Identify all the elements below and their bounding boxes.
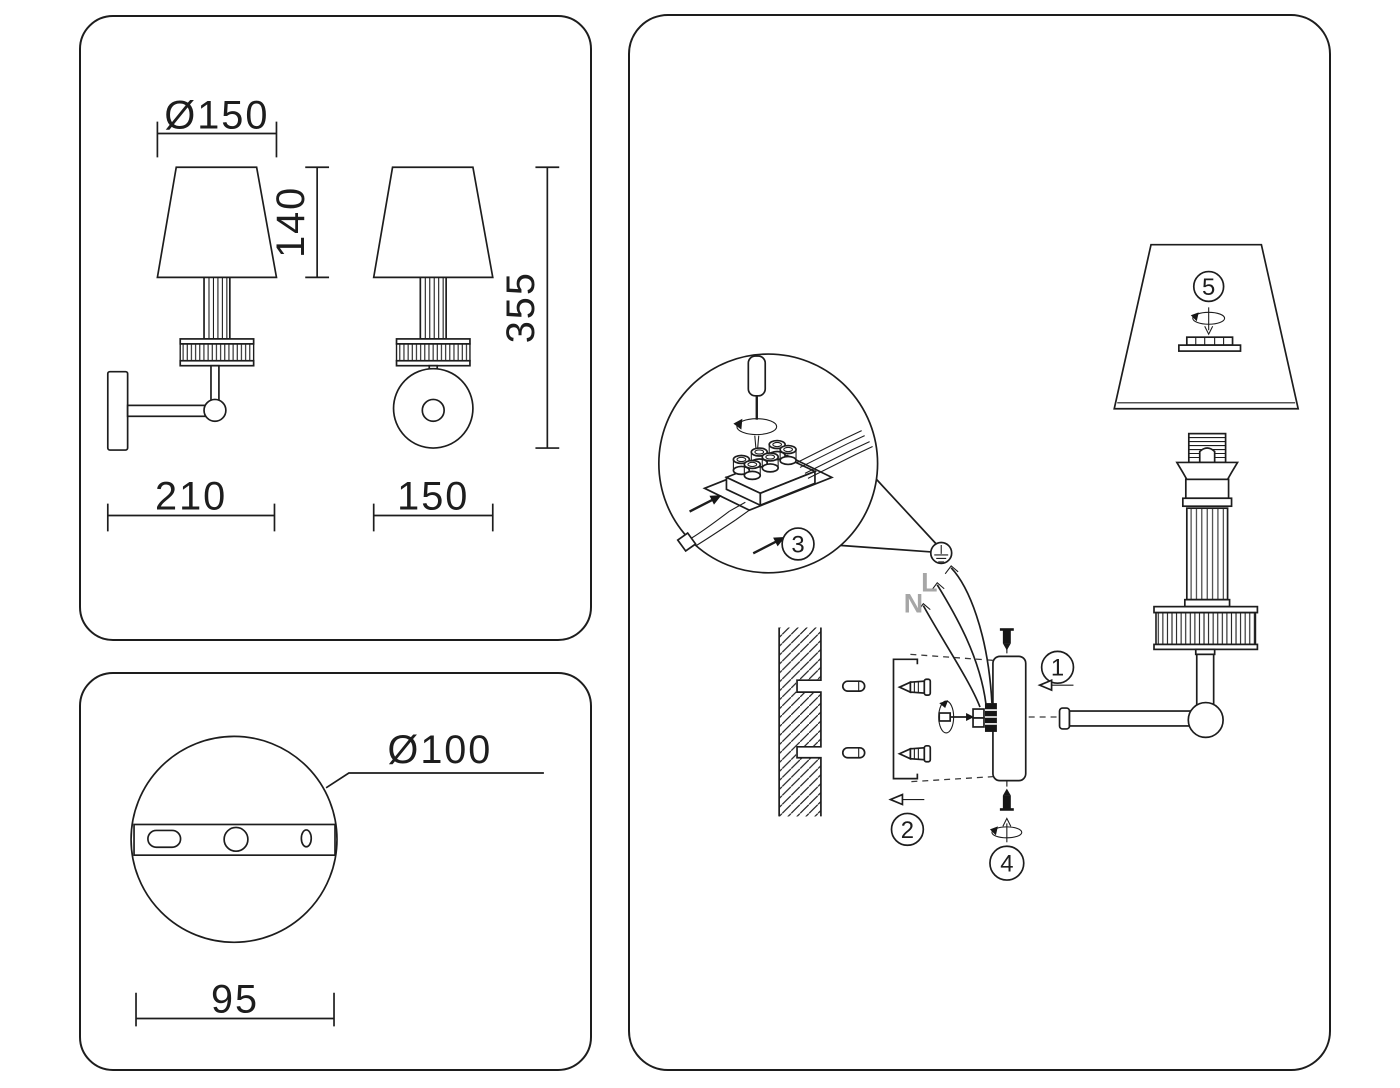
detail-cable-left bbox=[676, 501, 750, 553]
wire-label-live: L bbox=[921, 568, 937, 598]
wall-section bbox=[778, 627, 822, 817]
backplate-drawing-svg: Ø100 95 bbox=[130, 728, 544, 1027]
step-3-label: 3 bbox=[791, 531, 804, 558]
step-1-arrow-icon bbox=[1037, 678, 1074, 692]
lamp-column bbox=[1183, 507, 1231, 608]
bracket-screw-bottom bbox=[897, 744, 932, 763]
step-1-label: 1 bbox=[1051, 655, 1064, 682]
wire-label-neutral: N bbox=[904, 589, 923, 619]
detail-wires-right bbox=[796, 430, 873, 479]
wall-anchor-top bbox=[841, 680, 866, 692]
threaded-nipple bbox=[972, 703, 997, 732]
lamp-stem bbox=[1194, 648, 1216, 707]
step-5-label: 5 bbox=[1202, 274, 1215, 301]
dim-wall-projection: 210 bbox=[106, 475, 276, 532]
screwdriver-rotation-icon bbox=[733, 418, 778, 436]
terminal-block bbox=[676, 430, 873, 555]
detail-balloon: 3 bbox=[657, 353, 937, 574]
lamp-arm bbox=[1058, 707, 1192, 730]
backplate-panel: Ø100 95 bbox=[79, 672, 592, 1071]
knurled-ring bbox=[1153, 605, 1259, 651]
dim-overall-height: 355 bbox=[499, 166, 560, 449]
dim-label-shade-diameter: Ø150 bbox=[164, 94, 269, 138]
lamp-shade bbox=[1113, 243, 1300, 410]
leader-line bbox=[325, 772, 544, 789]
backplate-front-view bbox=[130, 735, 338, 944]
dim-label-mounting-width: 95 bbox=[211, 978, 259, 1022]
step-2-badge: 2 bbox=[890, 812, 925, 847]
sconce-side-view bbox=[106, 166, 278, 451]
step-5-badge: 5 bbox=[1192, 270, 1225, 303]
dimension-drawing-svg: Ø150 140 355 210 150 bbox=[106, 94, 560, 532]
shade-retaining-ring bbox=[1178, 336, 1242, 352]
step-4-label: 4 bbox=[1000, 851, 1013, 878]
mounting-bracket bbox=[892, 658, 919, 780]
dim-shade-height: 140 bbox=[269, 166, 330, 279]
slot-hole bbox=[147, 829, 182, 849]
step-4-badge: 4 bbox=[989, 845, 1025, 881]
bracket-screw-top bbox=[897, 678, 932, 696]
step-2-arrow-icon bbox=[888, 793, 925, 806]
ball-joint bbox=[1187, 701, 1224, 739]
wall-anchor-bottom bbox=[841, 746, 866, 759]
screwdriver-icon bbox=[747, 355, 767, 453]
dim-backplate-diameter: Ø100 bbox=[325, 728, 544, 789]
dim-label-backplate-diameter: Ø100 bbox=[388, 728, 493, 772]
set-screw-top bbox=[999, 628, 1014, 651]
insert-arrow-left-icon bbox=[689, 495, 722, 513]
step-1-badge: 1 bbox=[1040, 650, 1075, 685]
dim-label-wall-projection: 210 bbox=[155, 475, 227, 519]
supply-wires bbox=[916, 565, 993, 708]
dim-label-fixture-width: 150 bbox=[397, 475, 469, 519]
center-hole bbox=[223, 826, 249, 853]
dim-fixture-width: 150 bbox=[372, 475, 494, 532]
dim-label-shade-height: 140 bbox=[269, 186, 313, 258]
set-screw-bottom bbox=[999, 788, 1014, 811]
terminal-cylinders bbox=[732, 439, 797, 481]
installation-drawing-svg: L N bbox=[657, 243, 1300, 881]
ground-symbol-icon bbox=[929, 541, 953, 565]
lamp-socket bbox=[1175, 432, 1240, 508]
small-hole bbox=[300, 829, 313, 848]
dim-mounting-width: 95 bbox=[135, 978, 335, 1027]
dim-label-overall-height: 355 bbox=[499, 271, 543, 343]
backplate-side bbox=[992, 655, 1027, 782]
step-2-label: 2 bbox=[901, 817, 914, 844]
sconce-front-view bbox=[372, 166, 494, 449]
installation-panel: L N bbox=[628, 14, 1331, 1071]
dimensions-panel: Ø150 140 355 210 150 bbox=[79, 15, 592, 641]
step-4-rotation-icon bbox=[989, 817, 1023, 843]
step-3-badge: 3 bbox=[781, 527, 815, 561]
adjust-screw-icon bbox=[938, 700, 975, 734]
dim-shade-diameter: Ø150 bbox=[156, 94, 278, 158]
